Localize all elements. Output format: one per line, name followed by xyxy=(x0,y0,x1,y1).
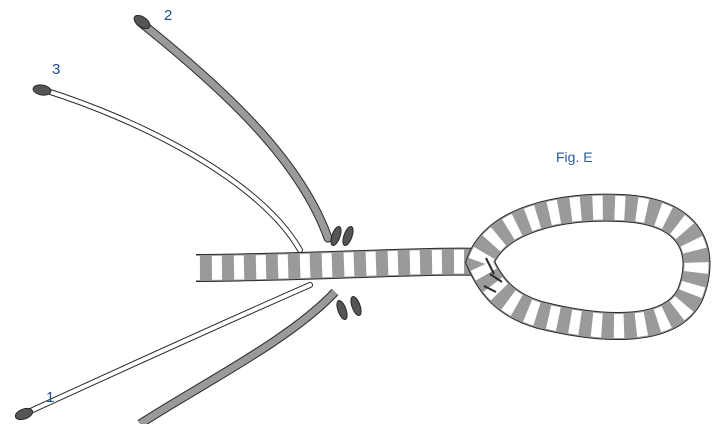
strand-label-3: 3 xyxy=(52,62,60,77)
rope-eye-loop xyxy=(480,208,697,326)
strand-3-tip xyxy=(32,84,51,97)
rope-standing-part xyxy=(190,262,484,268)
strand-tips xyxy=(14,13,363,422)
figure-caption: Fig. E xyxy=(556,150,593,164)
tucked-tip-lower-a xyxy=(335,299,349,321)
strand-label-1: 1 xyxy=(46,390,54,405)
strand-3 xyxy=(44,90,300,250)
strand-2 xyxy=(140,22,335,424)
tucked-tip-upper-b xyxy=(341,225,355,247)
strand-label-2: 2 xyxy=(164,8,172,23)
tucked-tip-lower-b xyxy=(349,295,363,317)
